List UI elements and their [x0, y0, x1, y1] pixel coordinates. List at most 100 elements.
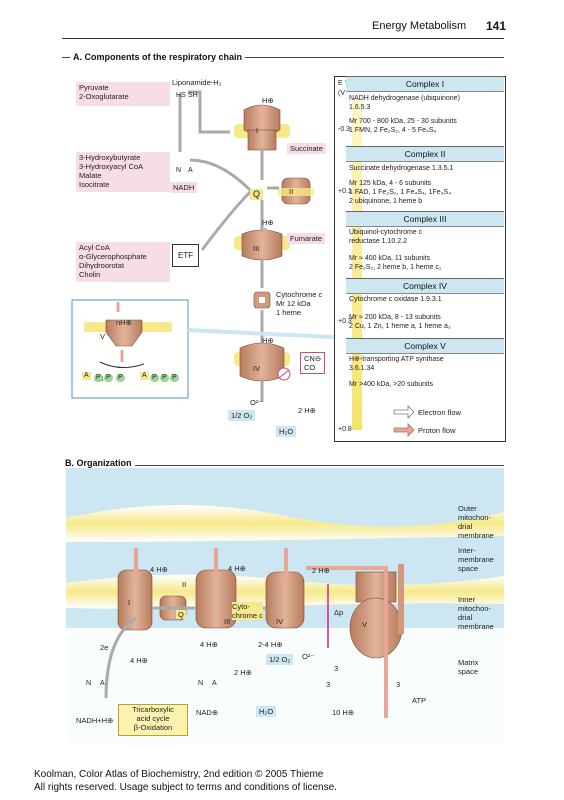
b-cyto-line-1: Cyto- [232, 602, 250, 611]
page-number: 141 [486, 19, 507, 33]
q-label: Q [250, 189, 264, 200]
cytochrome-c-shape [253, 291, 271, 309]
inner-line-1: Inner [458, 595, 476, 604]
complex-v-line-3: Mr >400 kDa, >20 subunits [349, 381, 434, 388]
complex-ii-title: Complex II [346, 146, 504, 162]
b-nad-n: N [198, 680, 204, 687]
footer-line-2: All rights reserved. Usage subject to te… [34, 782, 337, 793]
legend-symbols [393, 405, 415, 437]
substrate-cholin: Cholin [79, 270, 101, 279]
substrate-hydroxybutyrate: 3-Hydroxybutyrate [79, 153, 141, 162]
complex-i-title: Complex I [346, 76, 504, 92]
header-rule [62, 38, 504, 39]
lipoamide-hs2: SH [188, 92, 198, 99]
b-h2o: H₂O [256, 706, 277, 717]
b-nad-a: A [212, 680, 217, 687]
b-2-4h: 2-4 H⊕ [258, 640, 283, 649]
inset-atp-p1: P [150, 374, 159, 382]
inner-line-4: membrane [458, 622, 494, 631]
complex-i-line-1: NADH dehydrogenase (ubiquinone) [349, 95, 460, 102]
legend-electron-label: Electron flow [418, 408, 461, 417]
proton-iii: H⊕ [262, 218, 274, 227]
matrix-line-1: Matrix [458, 658, 479, 667]
complex-i-line-2: 1.6.5.3 [349, 104, 371, 111]
inset-atp-a: A [140, 372, 149, 380]
b-half-o2: 1/2 O₂ [266, 654, 294, 665]
b-3adp: 3 [326, 680, 331, 689]
b-o2m: O²⁻ [302, 652, 315, 661]
inhibitor-symbol [277, 367, 291, 381]
inset-atp-p2: P [160, 374, 169, 382]
b-roman-i: I [128, 598, 131, 607]
nh-proton-top: nH⊕ [116, 318, 132, 327]
proton-i: H⊕ [262, 96, 274, 105]
inner-line-2: mitochon- [458, 604, 491, 613]
complex-ii-line-2: Mr 125 kDa, 4 - 6 subunits [349, 180, 432, 187]
e-tick-1: -0.3 [338, 126, 351, 133]
complex-i-label: I [256, 126, 259, 135]
b-4h-4: 4 H⊕ [130, 656, 148, 665]
b-cyto-line-2: chrome c [232, 611, 263, 620]
outer-line-3: drial [458, 522, 473, 531]
b-roman-ii: II [182, 580, 187, 589]
cytochrome-c-info: Cytochrome c Mr 12 kDa 1 heme [276, 290, 322, 317]
section-a-title: A. Components of the respiratory chain [70, 52, 246, 62]
complex-v-title: Complex V [346, 338, 504, 354]
b-3atp: 3 [396, 680, 401, 689]
proton-iv: H⊕ [262, 336, 274, 345]
cytochrome-c-mass: Mr 12 kDa [276, 299, 311, 308]
substrates-group-3: Acyl CoA α-Glycerophosphate Dihydroorota… [76, 242, 170, 282]
inhibitors-box: CN⊖ CO [300, 352, 326, 374]
b-4h-2: 4 H⊕ [228, 564, 246, 573]
tca-line-3: β-Oxidation [133, 723, 173, 732]
complex-iii-line-1: Ubiquinol-cytochrome c [349, 229, 423, 236]
inter-line-3: space [458, 564, 479, 573]
b-10h: 10 H⊕ [332, 708, 355, 717]
section-a-frame [62, 57, 504, 446]
half-o2-label: 1/2 O₂ [228, 410, 256, 421]
complex-v-label: V [100, 332, 106, 341]
lipoamide-label: Liponamide-H₂ [172, 78, 222, 87]
matrix-line-2: space [458, 667, 479, 676]
organization-diagram [66, 468, 504, 744]
substrate-hydroxyacyl-coa: 3-Hydroxyacyl CoA [79, 162, 144, 171]
b-roman-iv: IV [276, 617, 284, 626]
two-h-label: 2 H⊕ [298, 406, 316, 415]
respiratory-chain-diagram [71, 90, 334, 402]
e-tick-2: +0.1 [338, 188, 352, 195]
b-nad: NAD⊕ [196, 708, 219, 717]
complex-i-line-4: 1 FMN, 2 Fe₂S₂, 4 - 5 Fe₄S₄ [349, 127, 437, 134]
b-nadh-a: A [100, 680, 105, 687]
substrate-oxoglutarate: 2-Oxoglutarate [79, 92, 129, 101]
substrate-glycerophosphate: α-Glycerophosphate [79, 252, 147, 261]
b-delta-p: Δp [334, 608, 344, 617]
outer-line-2: mitochon- [458, 513, 491, 522]
outer-membrane [66, 504, 504, 542]
complex-iii-label: III [253, 244, 260, 253]
b-cyto-c: Cyto- chrome c [232, 602, 263, 620]
b-2h-top: 2 H⊕ [312, 566, 330, 575]
succinate-label: Succinate [287, 143, 326, 154]
intermembrane-label: Inter- membrane space [458, 546, 494, 573]
complex-v-line-1: H⊕-transporting ATP synthase [349, 356, 444, 363]
b-roman-v: V [362, 620, 368, 629]
fumarate-label: Fumarate [287, 233, 326, 244]
b-atp-label: ATP [412, 696, 427, 705]
complex-ii-label: II [289, 187, 294, 196]
matrix-label: Matrix space [458, 658, 478, 676]
substrate-isocitrate: Isocitrate [79, 180, 110, 189]
inter-line-1: Inter- [458, 546, 476, 555]
substrate-dihydroorotat: Dihydroorotat [79, 261, 125, 270]
inset-pi: P [116, 374, 125, 382]
substrate-acyl-coa: Acyl CoA [79, 243, 110, 252]
complex-i-line-3: Mr 700 - 800 kDa, 25 - 30 subunits [349, 118, 457, 125]
substrates-group-2: 3-Hydroxybutyrate 3-Hydroxyacyl CoA Mala… [76, 152, 170, 192]
complex-ii-line-1: Succinate dehydrogenase 1.3.5.1 [349, 165, 454, 172]
section-b-title: B. Organization [62, 458, 135, 468]
complex-iii-shape [241, 229, 283, 261]
outer-line-4: membrane [458, 531, 494, 540]
complex-iii-line-4: 2 Fe₂S₂, 2 heme b, 1 heme c₁ [349, 264, 442, 271]
inhibitor-cn: CN⊖ [304, 354, 322, 363]
complex-iii-title: Complex III [346, 211, 504, 227]
footer-line-1: Koolman, Color Atlas of Biochemistry, 2n… [34, 769, 324, 780]
